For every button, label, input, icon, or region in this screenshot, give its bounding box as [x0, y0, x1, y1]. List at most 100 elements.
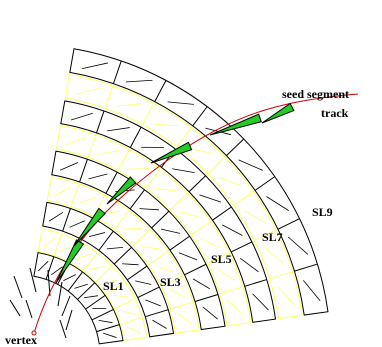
sense-wire	[128, 168, 150, 170]
cell-divider	[192, 106, 208, 127]
seed-segment	[106, 176, 137, 205]
cell-divider	[244, 279, 267, 287]
sense-wire	[48, 211, 64, 222]
superlayer-outline	[60, 100, 277, 323]
sense-wire	[98, 319, 113, 324]
inner-wire-stubs	[9, 267, 73, 339]
sense-wire	[252, 293, 269, 311]
superlayer-outline	[55, 124, 252, 327]
cell-divider	[62, 208, 71, 232]
cell-divider	[184, 263, 207, 276]
wire-stub	[13, 275, 23, 299]
sense-wire	[122, 263, 139, 266]
seed-segment	[150, 141, 193, 164]
superlayer-8	[64, 73, 303, 320]
superlayer-7	[60, 100, 277, 323]
seed-segment-label: seed segment	[282, 87, 349, 101]
cell-divider	[67, 271, 83, 292]
seed-segment	[55, 239, 85, 284]
sense-wire	[84, 295, 99, 299]
sense-wire	[239, 257, 259, 273]
sense-wire	[200, 238, 221, 248]
sense-wire	[54, 187, 71, 197]
sense-wire	[74, 283, 88, 289]
sl9-label: SL9	[312, 205, 333, 219]
cell-divider	[45, 256, 55, 280]
wire-stub	[25, 299, 33, 319]
wire-stub	[59, 319, 67, 339]
cell-divider	[137, 286, 160, 299]
sense-wire	[65, 137, 86, 146]
cell-divider	[190, 220, 212, 236]
cell-divider	[79, 159, 88, 183]
cell-divider	[95, 265, 113, 283]
superlayer-outline	[42, 201, 175, 338]
vertex-marker	[31, 330, 37, 336]
wire-stub	[9, 299, 21, 317]
sense-wire	[167, 101, 194, 105]
sense-wire	[155, 188, 178, 192]
cell-divider	[212, 206, 232, 221]
sense-wire	[145, 299, 161, 307]
track-label: track	[321, 106, 349, 120]
sense-wire	[222, 224, 243, 236]
cell-divider	[176, 127, 192, 147]
sense-wire	[160, 228, 181, 234]
sense-wire	[202, 306, 219, 320]
wire-stub	[29, 267, 37, 293]
sense-wire	[88, 173, 108, 180]
sense-wire	[63, 274, 77, 282]
cell-divider	[226, 138, 245, 156]
cell-divider	[127, 265, 148, 281]
cell-divider	[112, 60, 122, 84]
cell-divider	[114, 210, 130, 230]
cell-divider	[151, 210, 170, 229]
cell-divider	[188, 175, 206, 193]
sense-wire	[303, 280, 321, 301]
superlayer-outline	[51, 150, 226, 331]
sense-wire	[152, 319, 167, 329]
wire-stub	[61, 295, 71, 317]
seed-segment	[73, 207, 106, 247]
cell-divider	[169, 301, 194, 310]
sense-wire	[75, 253, 90, 260]
cell-divider	[169, 235, 190, 251]
superlayer-outline	[46, 176, 200, 334]
cell-divider	[85, 294, 106, 310]
cell-divider	[77, 282, 96, 300]
sense-wire	[88, 232, 106, 238]
seed-segment	[261, 102, 295, 124]
sense-wire	[178, 252, 198, 261]
sense-wire	[76, 87, 101, 95]
cell-divider	[104, 85, 114, 109]
sense-wire	[102, 280, 118, 282]
sense-wire	[277, 286, 295, 306]
superlayer-outline	[64, 73, 303, 320]
sense-wire	[82, 62, 108, 70]
vertex-label: vertex	[5, 333, 37, 347]
sense-wire	[154, 123, 180, 127]
sense-wire	[89, 266, 105, 270]
sense-wire	[121, 310, 136, 315]
wire-stub	[65, 309, 73, 331]
cell-divider	[219, 286, 243, 295]
cell-divider	[96, 110, 105, 133]
sense-wire	[59, 244, 74, 253]
sense-wire	[266, 196, 289, 211]
sense-wire	[169, 288, 186, 298]
sense-wire	[238, 159, 263, 171]
cell-divider	[113, 246, 132, 265]
superlayer-9	[69, 48, 329, 316]
sense-wire	[287, 236, 309, 255]
sense-wire	[126, 326, 141, 334]
superlayer-outline	[33, 252, 124, 345]
cell-divider	[145, 309, 169, 318]
sense-wire	[156, 266, 175, 273]
cell-divider	[207, 252, 230, 264]
cell-divider	[96, 324, 120, 333]
cell-divider	[230, 241, 253, 253]
sense-wire	[107, 127, 130, 132]
cell-divider	[117, 149, 130, 171]
sl7-label: SL7	[262, 230, 283, 244]
